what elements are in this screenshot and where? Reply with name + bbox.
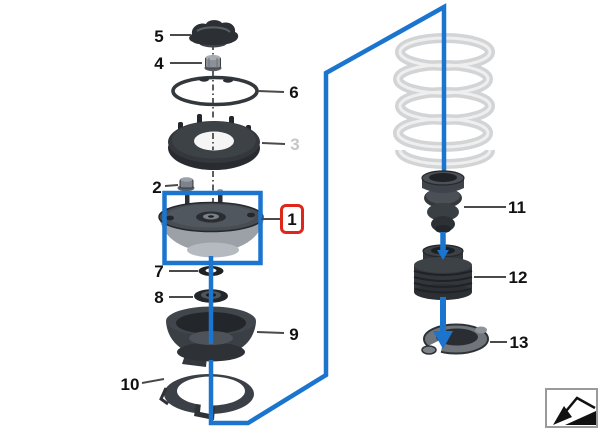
callout-label-4[interactable]: 4 [154,54,164,73]
callout-label-8[interactable]: 8 [154,288,163,307]
part-11-bump-stop [421,170,465,233]
callout-label-3[interactable]: 3 [290,135,299,154]
callout-label-7[interactable]: 7 [154,262,163,281]
callout-label-13[interactable]: 13 [510,333,529,352]
callout-label-12[interactable]: 12 [509,268,528,287]
callout-label-11[interactable]: 11 [508,198,526,217]
part-6-snap-ring [171,75,259,107]
part-4-nut [204,54,222,72]
part-13-clip [421,323,489,356]
assembly-arrows [433,232,453,349]
part-8-washer [194,289,228,303]
part-5-cap [189,20,239,48]
callout-label-6[interactable]: 6 [289,83,298,102]
part-10-spring-pad [159,374,254,420]
assembly-flow-line [208,3,447,426]
callout-1-selected[interactable]: 1 [280,204,304,234]
part-12-dust-boot [413,244,473,300]
part-1-strut-mount [158,189,264,258]
leader-lines [141,34,507,384]
part-2-flange-nut [177,177,195,192]
callout-label-5[interactable]: 5 [154,27,163,46]
part-3-upper-ring [168,114,260,170]
callout-label-10[interactable]: 10 [121,375,140,394]
direction-arrow-icon [545,388,598,428]
callout-label-2[interactable]: 2 [152,178,161,197]
callout-label-9[interactable]: 9 [289,325,298,344]
callout-label-1[interactable]: 1 [287,210,296,229]
